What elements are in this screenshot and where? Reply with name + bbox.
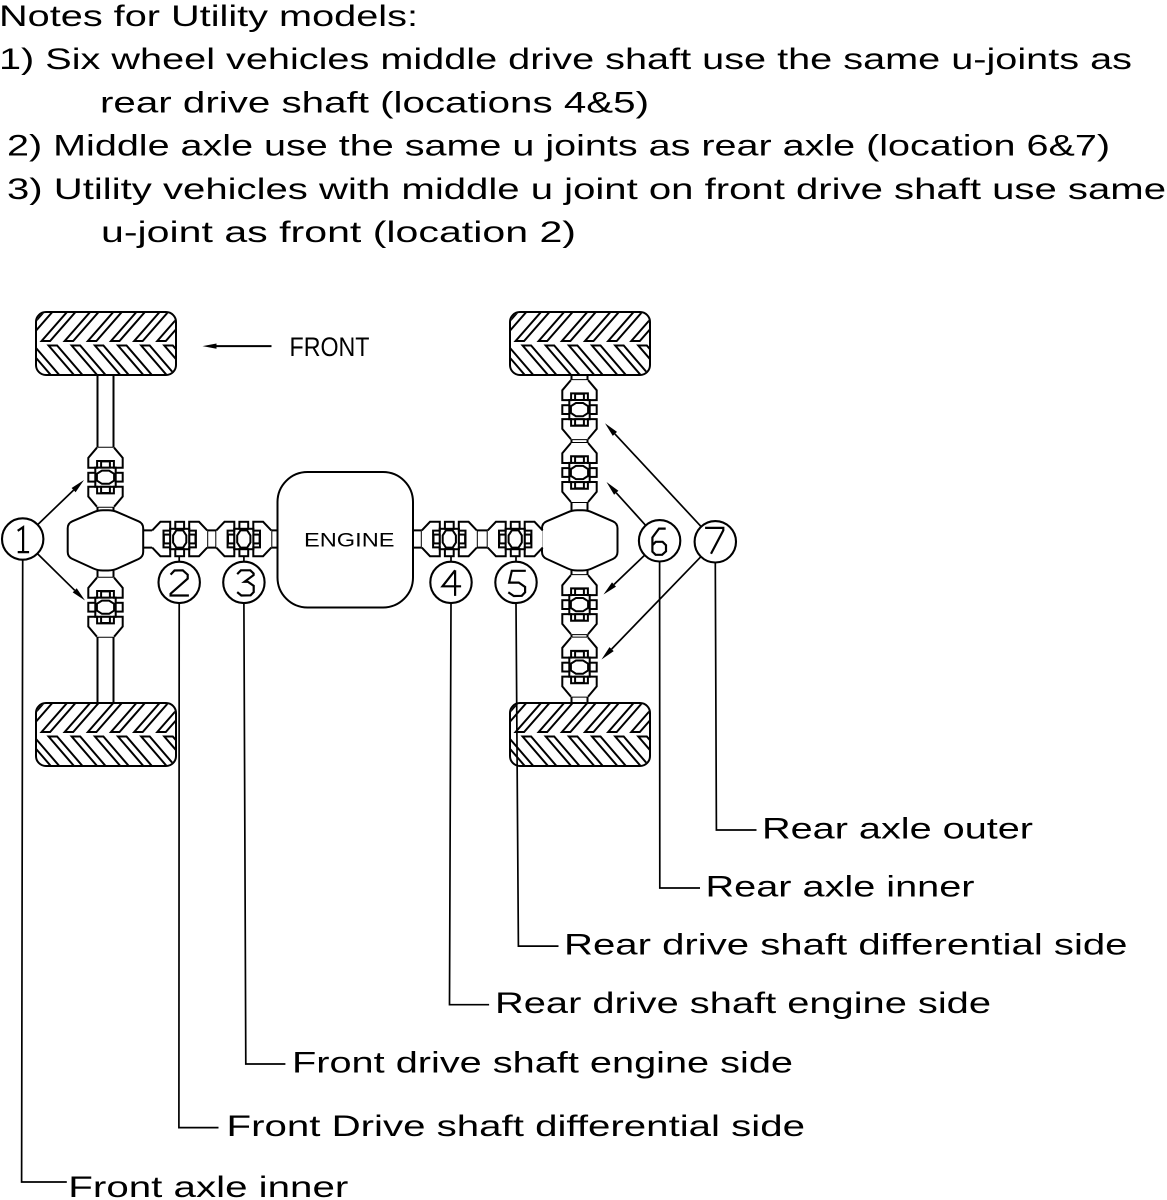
svg-text:Notes for Utility models:: Notes for Utility models: [0, 0, 418, 33]
svg-text:Rear axle outer: Rear axle outer [762, 813, 1033, 846]
svg-text:Front Drive shaft differential: Front Drive shaft differential side [227, 1110, 806, 1143]
svg-text:Front drive shaft engine side: Front drive shaft engine side [292, 1047, 793, 1080]
svg-text:Rear axle inner: Rear axle inner [706, 871, 975, 904]
svg-text:FRONT: FRONT [290, 332, 370, 362]
svg-text:2) Middle axle use the same u: 2) Middle axle use the same u joints as … [7, 130, 1110, 163]
svg-text:Rear drive shaft engine side: Rear drive shaft engine side [495, 987, 991, 1020]
svg-text:rear drive shaft (locations 4&: rear drive shaft (locations 4&5) [100, 86, 649, 119]
svg-text:u-joint as front (location 2): u-joint as front (location 2) [101, 216, 576, 249]
svg-text:3) Utility vehicles with middl: 3) Utility vehicles with middle u joint … [7, 173, 1166, 206]
svg-text:Rear drive shaft differential: Rear drive shaft differential side [564, 929, 1128, 962]
svg-text:ENGINE: ENGINE [304, 530, 395, 552]
svg-text:Front axle inner: Front axle inner [68, 1171, 348, 1200]
svg-text:1) Six wheel vehicles middle d: 1) Six wheel vehicles middle drive shaft… [0, 43, 1132, 76]
